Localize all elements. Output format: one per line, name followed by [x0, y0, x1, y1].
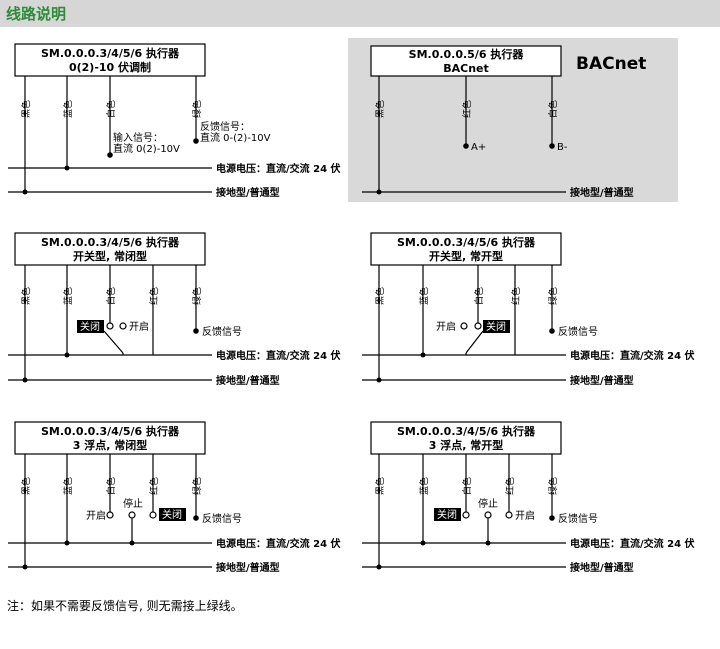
actuator-subtitle: 开关型, 常开型 — [429, 249, 503, 263]
footnote: 注：如果不需要反馈信号, 则无需接上绿线。 — [7, 599, 243, 613]
actuator-box — [14, 43, 206, 77]
power-supply-label: 电源电压：直流/交流 24 伏 — [216, 349, 341, 362]
actuator-title: SM.0.0.0.3/4/5/6 执行器 — [41, 46, 180, 60]
page-title: 线路说明 — [6, 5, 67, 23]
wire-label: 白色 — [547, 100, 559, 118]
actuator-title: SM.0.0.0.3/4/5/6 执行器 — [41, 235, 180, 249]
feedback-signal-range: 直流 0-(2)-10V — [200, 131, 271, 144]
close-tag — [77, 320, 104, 333]
wire-label: 绿色 — [191, 287, 203, 305]
close-tag — [159, 508, 186, 521]
wire-label: 绿色 — [191, 100, 203, 118]
wire-label: 红色 — [504, 477, 516, 495]
open-label: 开启 — [515, 509, 535, 522]
wire-label: 绿色 — [547, 477, 559, 495]
panel-bacnet: SM.0.0.0.5/6 执行器 BACnet BACnet 黑色 红色 白色 … — [348, 38, 678, 202]
panel-floating-no: SM.0.0.0.3/4/5/6 执行器 3 浮点, 常开型 黑色 蓝色 白色 … — [362, 421, 695, 574]
wire-label: 黑色 — [20, 100, 32, 118]
wire-label: 黑色 — [20, 477, 32, 495]
wire-label: 红色 — [148, 477, 160, 495]
feedback-signal-label: 反馈信号 — [558, 325, 598, 338]
ground-label: 接地型/普通型 — [570, 561, 634, 574]
open-label: 开启 — [436, 320, 456, 333]
input-signal-range: 直流 0(2)-10V — [113, 142, 180, 155]
b-minus-label: B- — [557, 142, 568, 153]
close-label: 关闭 — [80, 320, 100, 333]
power-supply-label: 电源电压：直流/交流 24 伏 — [216, 162, 341, 175]
actuator-title: SM.0.0.0.3/4/5/6 执行器 — [41, 424, 180, 438]
close-label: 关闭 — [437, 508, 457, 521]
actuator-subtitle: BACnet — [443, 62, 489, 75]
ground-label: 接地型/普通型 — [216, 186, 280, 199]
actuator-subtitle: 3 浮点, 常开型 — [429, 438, 504, 452]
open-label: 开启 — [129, 320, 149, 333]
wire-label: 红色 — [510, 287, 522, 305]
panel-onoff-no: SM.0.0.0.3/4/5/6 执行器 开关型, 常开型 黑色 蓝色 白色 红… — [362, 232, 695, 387]
wire-label: 黑色 — [374, 477, 386, 495]
actuator-title: SM.0.0.0.3/4/5/6 执行器 — [397, 424, 536, 438]
actuator-subtitle: 开关型, 常闭型 — [73, 249, 147, 263]
wire-label: 白色 — [105, 100, 117, 118]
wire-label: 蓝色 — [62, 100, 74, 118]
input-signal-label: 输入信号： — [113, 131, 163, 144]
feedback-signal-label: 反馈信号 — [558, 512, 598, 525]
wire-label: 黑色 — [374, 100, 386, 118]
actuator-title: SM.0.0.0.5/6 执行器 — [409, 47, 525, 61]
wire-label: 白色 — [105, 287, 117, 305]
ground-label: 接地型/普通型 — [570, 186, 634, 199]
panel-analog: SM.0.0.0.3/4/5/6 执行器 0(2)-10 伏调制 黑色 蓝色 白… — [8, 43, 341, 199]
bacnet-brand-label: BACnet — [576, 54, 646, 74]
close-label: 关闭 — [162, 508, 182, 521]
actuator-subtitle: 0(2)-10 伏调制 — [69, 60, 151, 74]
power-supply-label: 电源电压：直流/交流 24 伏 — [216, 537, 341, 550]
wire-label: 绿色 — [547, 287, 559, 305]
wire-label: 白色 — [105, 477, 117, 495]
close-tag — [483, 320, 510, 333]
ground-label: 接地型/普通型 — [216, 561, 280, 574]
actuator-subtitle: 3 浮点, 常闭型 — [73, 438, 148, 452]
actuator-box — [370, 421, 562, 455]
actuator-box — [370, 45, 562, 77]
feedback-signal-label: 反馈信号： — [200, 120, 250, 133]
wire-label: 蓝色 — [62, 477, 74, 495]
ground-label: 接地型/普通型 — [570, 374, 634, 387]
wire-label: 黑色 — [374, 287, 386, 305]
close-label: 关闭 — [486, 320, 506, 333]
wire-label: 白色 — [461, 477, 473, 495]
feedback-signal-label: 反馈信号 — [202, 512, 242, 525]
header-bar: 线路说明 — [0, 0, 720, 27]
actuator-box — [14, 232, 206, 266]
wire-label: 蓝色 — [418, 287, 430, 305]
stop-label: 停止 — [478, 497, 498, 510]
panel-onoff-nc: SM.0.0.0.3/4/5/6 执行器 开关型, 常闭型 黑色 蓝色 白色 红… — [8, 232, 341, 387]
wire-label: 黑色 — [20, 287, 32, 305]
wire-label: 蓝色 — [62, 287, 74, 305]
a-plus-label: A+ — [471, 142, 486, 153]
power-supply-label: 电源电压：直流/交流 24 伏 — [570, 349, 695, 362]
close-tag — [434, 508, 461, 521]
panel-floating-nc: SM.0.0.0.3/4/5/6 执行器 3 浮点, 常闭型 黑色 蓝色 白色 … — [8, 421, 341, 574]
wire-label: 白色 — [473, 287, 485, 305]
actuator-box — [370, 232, 562, 266]
stop-label: 停止 — [123, 497, 143, 510]
wire-label: 红色 — [461, 100, 473, 118]
wire-label: 绿色 — [191, 477, 203, 495]
feedback-signal-label: 反馈信号 — [202, 325, 242, 338]
wire-label: 蓝色 — [418, 477, 430, 495]
actuator-title: SM.0.0.0.3/4/5/6 执行器 — [397, 235, 536, 249]
open-label: 开启 — [86, 509, 106, 522]
ground-label: 接地型/普通型 — [216, 374, 280, 387]
wire-label: 红色 — [148, 287, 160, 305]
power-supply-label: 电源电压：直流/交流 24 伏 — [570, 537, 695, 550]
